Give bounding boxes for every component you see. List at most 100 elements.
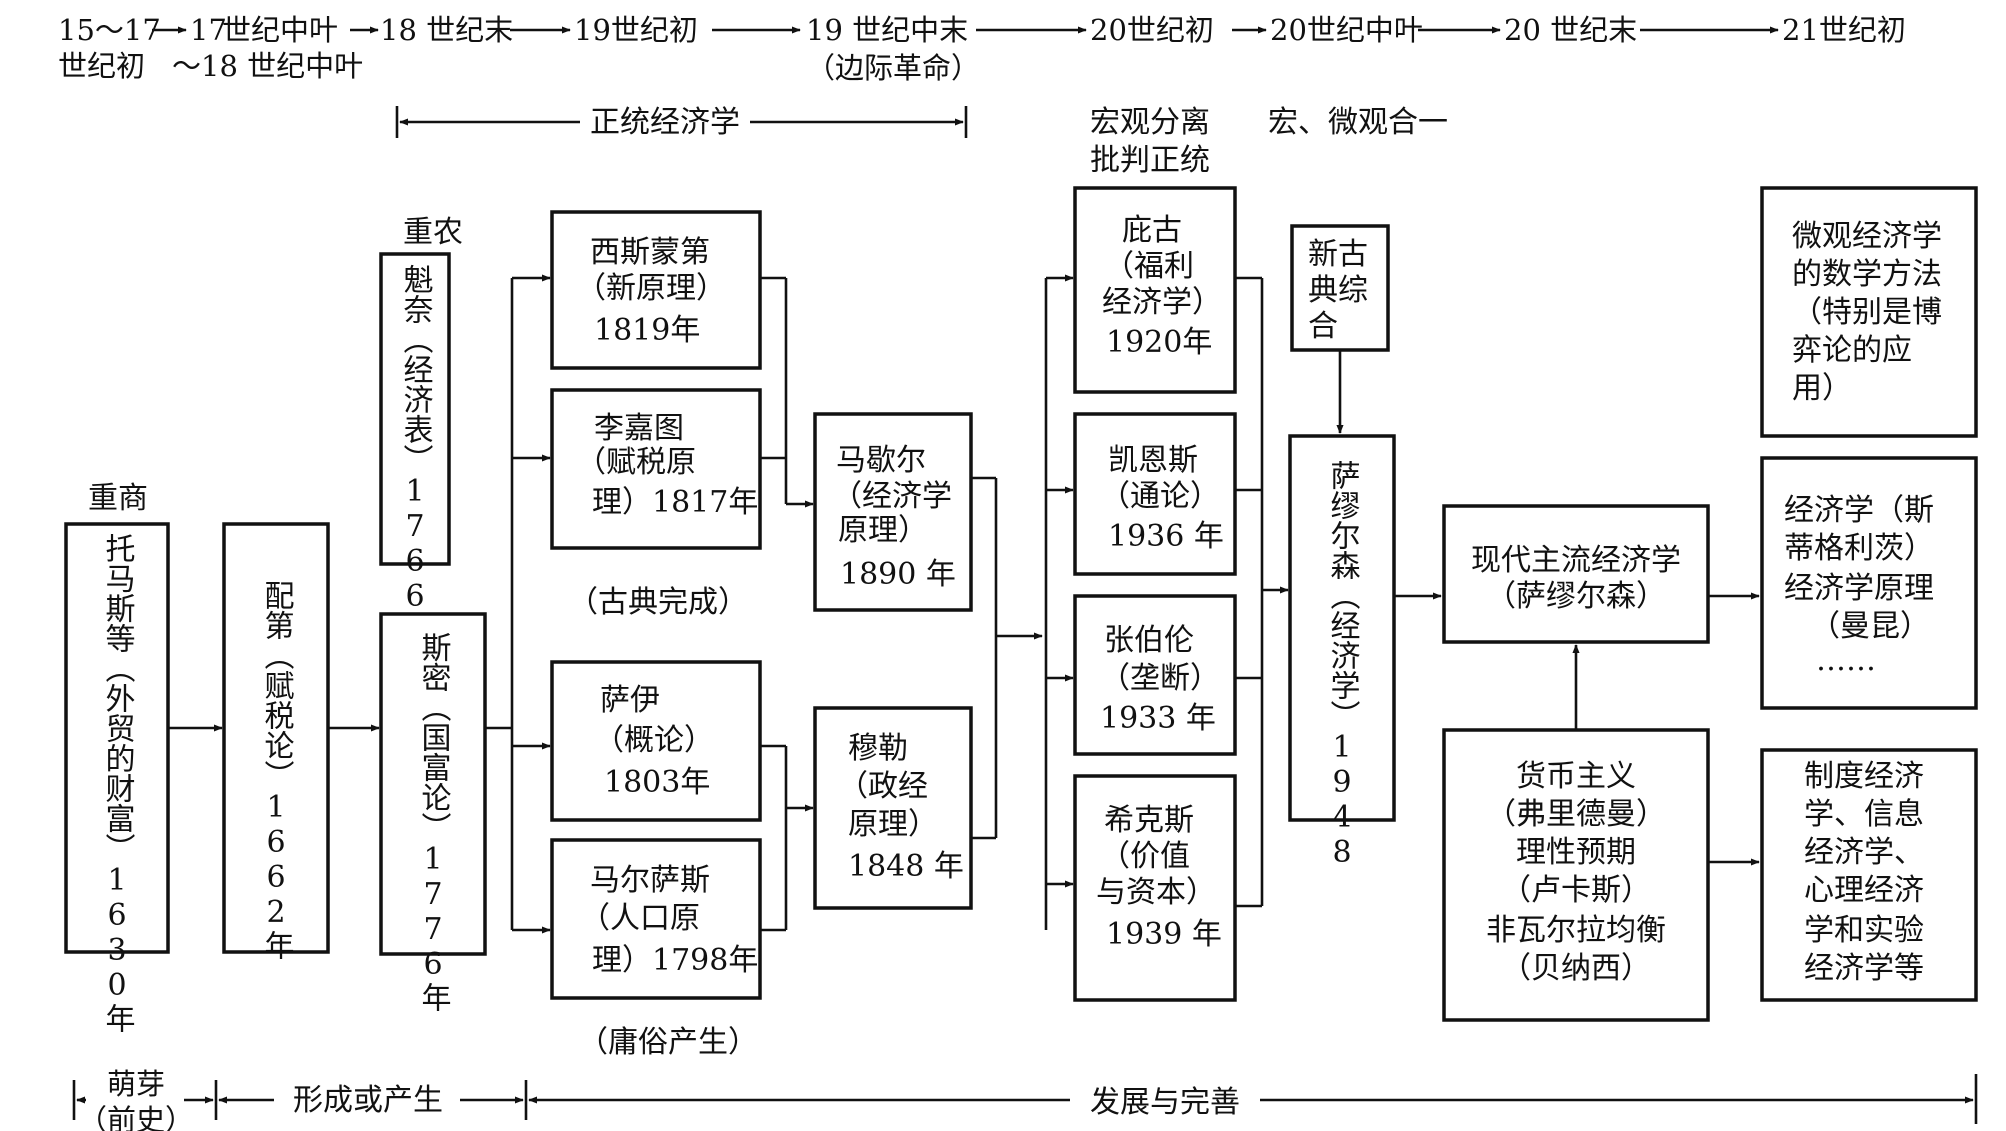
box-micro-line3: （特别是博 xyxy=(1792,295,1942,330)
box-chamberlin-line2: （垄断） xyxy=(1100,661,1220,696)
box-modern-line1: 现代主流经济学 xyxy=(1471,543,1681,578)
classical-complete-note: （古典完成） xyxy=(568,585,748,620)
critique-orthodox-label: 批判正统 xyxy=(1090,143,1210,178)
box-modern-line2: （萨缪尔森） xyxy=(1486,579,1666,614)
box-ricardo-line2: （赋税原 xyxy=(576,445,696,480)
box-frame xyxy=(1760,456,1978,710)
box-micro-line1: 微观经济学 xyxy=(1792,219,1942,254)
box-pigou-line3: 经济学） xyxy=(1102,285,1222,320)
box-marshall-line1: 马歇尔 xyxy=(836,443,926,478)
box-malthus-line1: 马尔萨斯 xyxy=(590,863,710,898)
box-thomas-mun: 托马斯等（外贸的财富）1630年 xyxy=(64,522,170,1033)
box-ricardo-line1: 李嘉图 xyxy=(594,411,684,446)
box-hicks-line4: 1939 年 xyxy=(1106,917,1222,952)
box-pigou-line1: 庇古 xyxy=(1122,213,1182,248)
box-institutional-line1: 制度经济 xyxy=(1804,759,1924,794)
box-sismondi: 西斯蒙第 （新原理） 1819年 xyxy=(550,210,762,370)
box-keynes: 凯恩斯 （通论） 1936 年 xyxy=(1073,412,1237,576)
box-hicks: 希克斯 （价值 与资本） 1939 年 xyxy=(1073,774,1237,1002)
box-mill-line3: 原理） xyxy=(848,807,938,842)
period-marginal-revolution: （边际革命） xyxy=(806,51,980,85)
box-mill-line4: 1848 年 xyxy=(848,849,964,884)
period-21-early: 21世纪初 xyxy=(1782,13,1906,47)
box-samuelson: 萨缪尔森（经济学）1948 xyxy=(1288,434,1396,870)
period-15-17-line2: 世纪初 xyxy=(58,49,145,83)
box-frame xyxy=(550,210,762,370)
box-smith: 斯密（国富论）1776年 xyxy=(379,612,487,1012)
box-chamberlin-line1: 张伯伦 xyxy=(1104,623,1194,658)
vulgar-emerge-note: （庸俗产生） xyxy=(578,1025,758,1060)
box-institutional-line5: 学和实验 xyxy=(1804,913,1924,948)
box-frame xyxy=(550,660,762,822)
box-malthus-line3: 理）1798年 xyxy=(592,943,758,978)
box-ricardo-line3: 理）1817年 xyxy=(592,485,758,520)
period-20-early: 20世纪初 xyxy=(1090,13,1214,47)
box-mill-line2: （政经 xyxy=(838,769,928,804)
box-textbooks-line3: 经济学原理 xyxy=(1784,571,1934,606)
box-malthus-line2: （人口原 xyxy=(580,901,700,936)
box-institutional-line4: 心理经济 xyxy=(1804,873,1924,908)
box-frame xyxy=(379,252,451,566)
box-neoclassical-line3: 合 xyxy=(1308,309,1338,344)
box-chamberlin: 张伯伦 （垄断） 1933 年 xyxy=(1073,594,1237,756)
box-say-line1: 萨伊 xyxy=(600,683,660,718)
box-frame xyxy=(1442,504,1710,644)
box-keynes-line2: （通论） xyxy=(1100,479,1220,514)
box-pigou: 庇古 （福利 经济学） 1920年 xyxy=(1073,186,1237,394)
stage-development: 发展与完善 xyxy=(1090,1085,1240,1120)
box-marshall-line2: （经济学 xyxy=(832,479,952,514)
box-marshall-line3: 原理） xyxy=(838,513,928,548)
period-19-early: 19世纪初 xyxy=(574,13,698,47)
box-monetarism-line6: （贝纳西） xyxy=(1501,951,1651,986)
box-monetarism-line5: 非瓦尔拉均衡 xyxy=(1486,913,1666,948)
box-frame xyxy=(1760,186,1978,438)
box-sismondi-line2: （新原理） xyxy=(576,271,726,306)
box-neoclassical-synthesis: 新古 典综 合 xyxy=(1290,224,1390,352)
box-chamberlin-line3: 1933 年 xyxy=(1100,701,1216,736)
box-samuelson-text: 萨缪尔森（经济学）1948 xyxy=(1325,460,1361,870)
box-textbooks-line4: （曼昆） xyxy=(1810,609,1930,644)
stage-sprout-line1: 萌芽 xyxy=(107,1067,165,1101)
period-20-mid: 20世纪中叶 xyxy=(1270,13,1423,47)
box-frame xyxy=(1760,748,1978,1002)
box-micro-math: 微观经济学 的数学方法 （特别是博 弈论的应 用） xyxy=(1760,186,1978,438)
box-quesnay: 魁奈（经济表）1766年 xyxy=(379,252,451,644)
box-petty: 配第（赋税论）1662年 xyxy=(222,522,330,960)
period-18-mid: ～18 世纪中叶 xyxy=(172,49,363,83)
box-frame xyxy=(1073,774,1237,1002)
box-institutional-line6: 经济学等 xyxy=(1804,951,1924,986)
period-18-end: 18 世纪末 xyxy=(380,13,513,47)
box-frame xyxy=(379,612,487,956)
box-say: 萨伊 （概论） 1803年 xyxy=(550,660,762,822)
box-thomas-mun-text: 托马斯等（外贸的财富）1630年 xyxy=(100,533,136,1033)
box-quesnay-text: 魁奈（经济表）1766年 xyxy=(398,264,434,644)
box-marshall: 马歇尔 （经济学 原理） 1890 年 xyxy=(813,412,973,612)
box-frame xyxy=(1288,434,1396,822)
box-micro-line2: 的数学方法 xyxy=(1792,257,1942,292)
box-micro-line4: 弈论的应 xyxy=(1792,333,1912,368)
box-keynes-line3: 1936 年 xyxy=(1108,519,1224,554)
macro-micro-unite-label: 宏、微观合一 xyxy=(1268,105,1448,140)
box-frame xyxy=(64,522,170,954)
box-institutional: 制度经济 学、信息 经济学、 心理经济 学和实验 经济学等 xyxy=(1760,748,1978,1002)
box-modern-mainstream: 现代主流经济学 （萨缪尔森） xyxy=(1442,504,1710,644)
macro-split-label: 宏观分离 xyxy=(1090,105,1210,140)
stage-formation: 形成或产生 xyxy=(293,1083,443,1118)
box-say-line3: 1803年 xyxy=(604,765,710,800)
box-sismondi-line3: 1819年 xyxy=(594,313,700,348)
box-frame xyxy=(1073,186,1237,394)
box-petty-text: 配第（赋税论）1662年 xyxy=(259,580,295,960)
box-micro-line5: 用） xyxy=(1792,371,1852,406)
period-20-end: 20 世纪末 xyxy=(1504,13,1637,47)
box-smith-text: 斯密（国富论）1776年 xyxy=(416,632,452,1012)
box-pigou-line4: 1920年 xyxy=(1106,325,1212,360)
stage-sprout-line2: （前史） xyxy=(78,1103,194,1131)
box-monetarism: 货币主义 （弗里德曼） 理性预期 （卢卡斯） 非瓦尔拉均衡 （贝纳西） xyxy=(1442,728,1710,1022)
box-malthus: 马尔萨斯 （人口原 理）1798年 xyxy=(550,838,762,1000)
box-institutional-line2: 学、信息 xyxy=(1804,797,1924,832)
period-17-mid: 世纪中叶 xyxy=(222,13,338,47)
connectors xyxy=(168,274,1760,934)
box-hicks-line1: 希克斯 xyxy=(1104,803,1194,838)
box-frame xyxy=(813,706,973,910)
